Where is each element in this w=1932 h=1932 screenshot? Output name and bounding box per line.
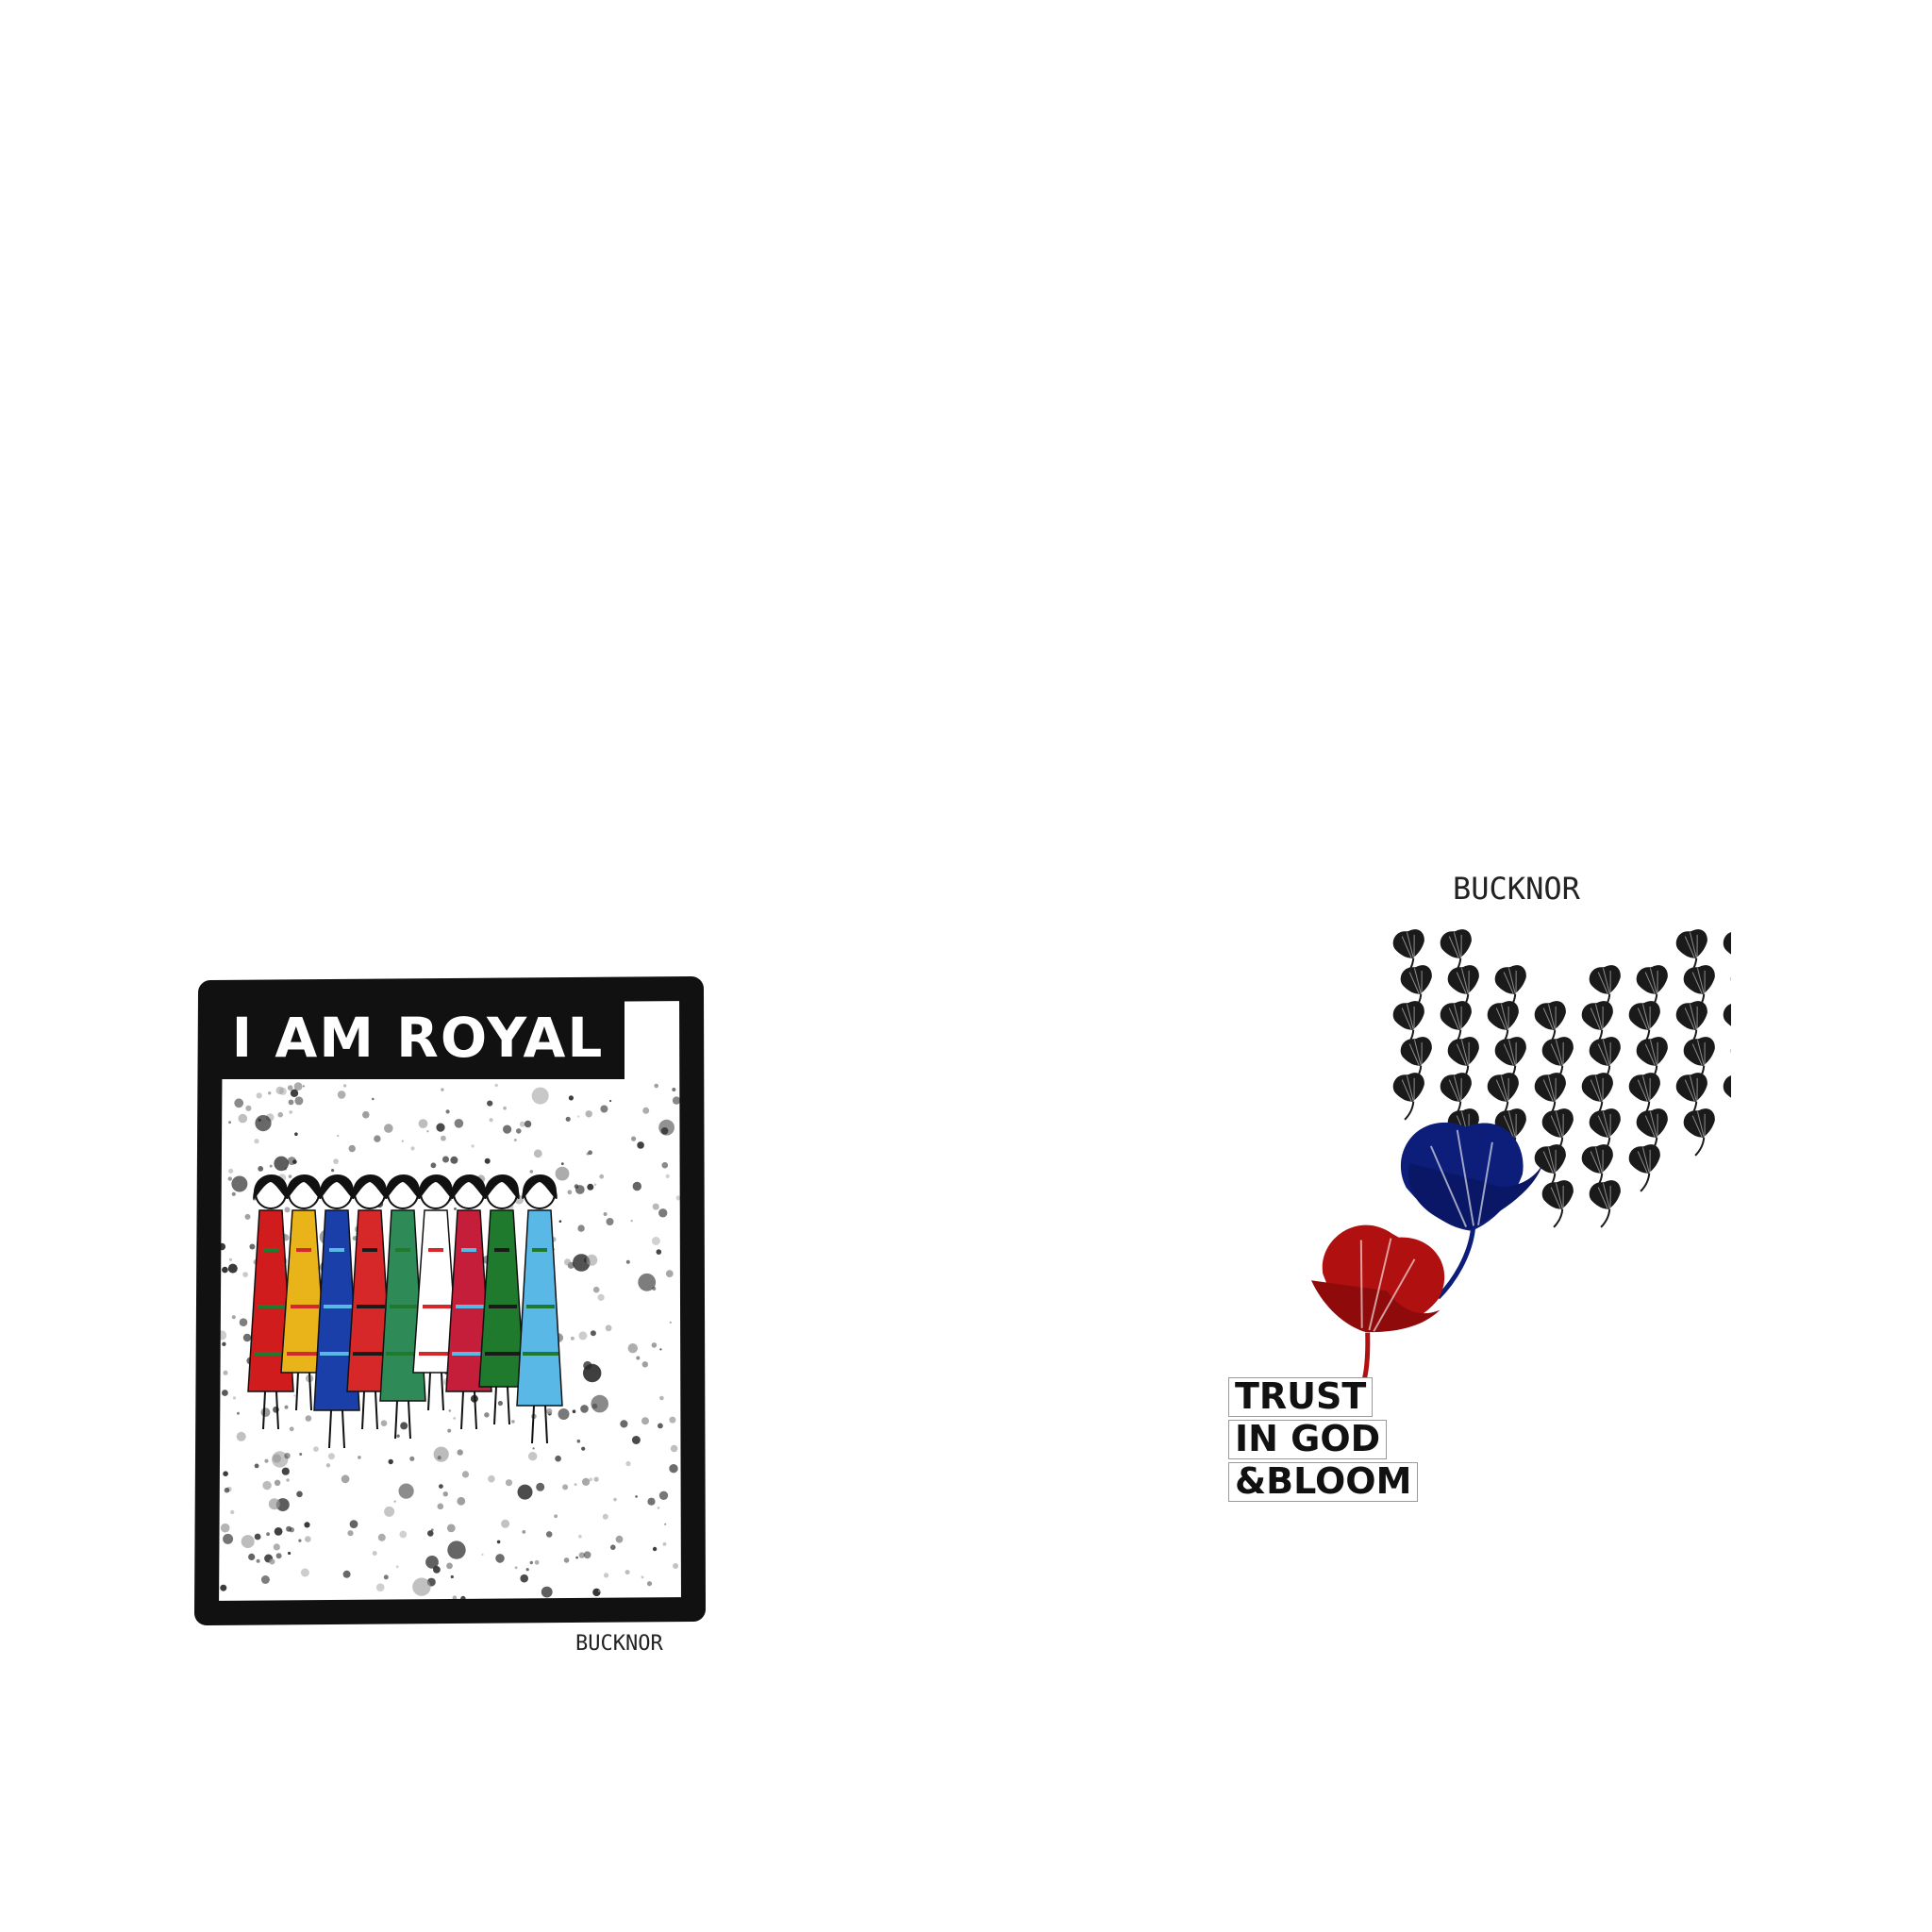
bloom-signature: BUCKNOR (1453, 871, 1580, 907)
royal-illustration (194, 976, 706, 1625)
bloom-text-line: IN GOD (1228, 1420, 1388, 1459)
bloom-text-line: TRUST (1228, 1377, 1374, 1417)
bloom-text-line: &BLOOM (1228, 1462, 1419, 1502)
royal-signature: BUCKNOR (575, 1632, 663, 1656)
frame-border (194, 976, 706, 1625)
bloom-illustration (1310, 929, 1731, 1410)
blue-flower (1400, 1122, 1543, 1300)
bloom-artwork: BUCKNOR TRUST IN GOD &BLOOM (1222, 854, 1731, 1514)
royal-artwork: I AM ROYAL BUCKNOR (193, 972, 708, 1656)
red-flower (1310, 1224, 1445, 1410)
title-banner (214, 992, 625, 1079)
fashion-figures (247, 1174, 563, 1449)
royal-title: I AM ROYAL (231, 1006, 605, 1070)
